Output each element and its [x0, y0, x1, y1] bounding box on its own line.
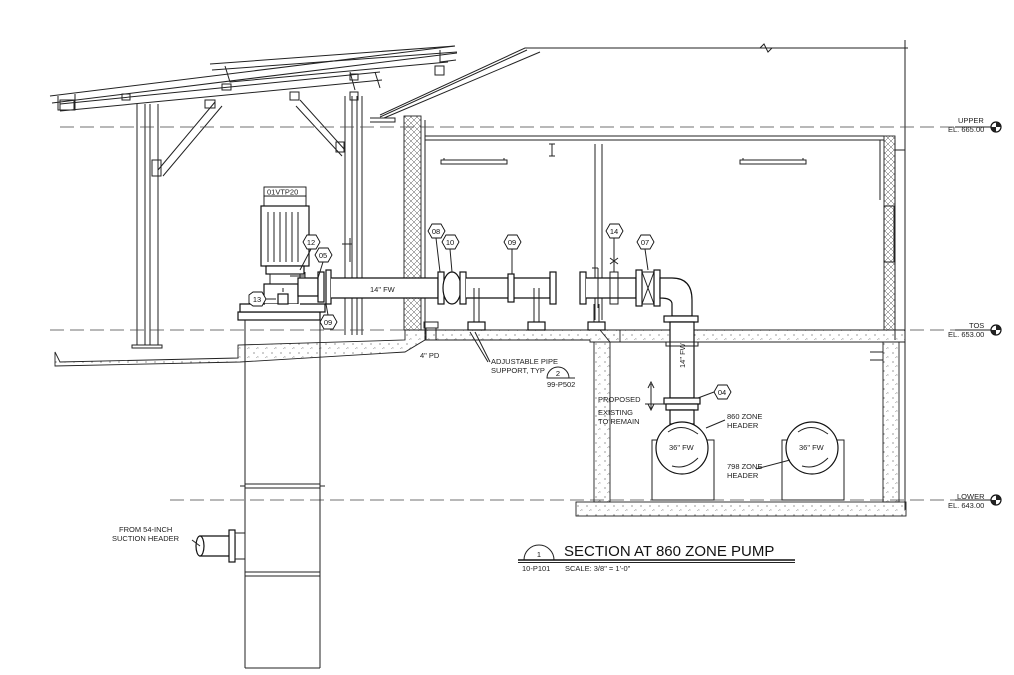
callout-07: 07: [641, 238, 649, 247]
label-existing-2: TO REMAIN: [598, 417, 640, 426]
label-proposed: PROPOSED: [598, 395, 641, 404]
section-sheet: 10-P101: [522, 564, 550, 573]
section-number: 1: [537, 550, 541, 559]
callout-10: 10: [446, 238, 454, 247]
section-title: 1 SECTION AT 860 ZONE PUMP 10-P101 SCALE…: [518, 543, 795, 573]
label-adjustable-support-1: ADJUSTABLE PIPE: [491, 357, 558, 366]
detail-sheet: 99-P502: [547, 380, 575, 389]
detail-bubble: 2 99-P502: [546, 366, 575, 389]
callout-12: 12: [307, 238, 315, 247]
pump-barrel: [195, 311, 325, 669]
pump-tag-box: [263, 186, 307, 197]
label-suction-1: FROM 54-INCH: [119, 525, 172, 534]
light-fixture: [739, 159, 807, 165]
concrete-slab: [54, 329, 907, 517]
callout-14: 14: [610, 227, 618, 236]
pump-tag: 01VTP20: [267, 188, 298, 197]
elevation-tos-value: EL. 653.00: [948, 330, 984, 339]
elevation-lower-name: LOWER: [957, 492, 985, 501]
callout-09-pump: 09: [324, 318, 332, 327]
discharge-piping: [297, 248, 701, 425]
label-36fw-b: 36" FW: [799, 443, 825, 452]
elevation-lower-value: EL. 643.00: [948, 501, 984, 510]
label-798-header-1: 798 ZONE: [727, 462, 762, 471]
label-suction-2: SUCTION HEADER: [112, 534, 180, 543]
callout-04: 04: [718, 388, 726, 397]
label-adjustable-support-2: SUPPORT, TYP: [491, 366, 545, 375]
label-798-header-2: HEADER: [727, 471, 759, 480]
label-14fw-vertical: 14" FW: [678, 342, 687, 368]
elevation-tos-name: TOS: [969, 321, 984, 330]
callout-05: 05: [319, 251, 327, 260]
elevation-lines: [50, 126, 960, 501]
roof-canopy: [49, 45, 458, 349]
callout-09: 09: [508, 238, 516, 247]
pipe-supports: [342, 238, 606, 331]
building-structure: [370, 40, 908, 510]
label-860-header-2: HEADER: [727, 421, 759, 430]
elevation-upper-value: EL. 665.00: [948, 125, 984, 134]
light-fixture: [440, 159, 508, 165]
section-title-text: SECTION AT 860 ZONE PUMP: [564, 543, 774, 560]
label-36fw-a: 36" FW: [669, 443, 695, 452]
pit-floor: [575, 501, 907, 517]
pipe-headers: [655, 421, 839, 475]
label-4pd: 4" PD: [420, 351, 440, 360]
section-scale: SCALE: 3/8" = 1'-0": [565, 564, 631, 573]
callout-13: 13: [253, 295, 261, 304]
label-860-header-1: 860 ZONE: [727, 412, 762, 421]
detail-number: 2: [556, 369, 560, 378]
callout-08: 08: [432, 227, 440, 236]
elevation-upper-name: UPPER: [958, 116, 984, 125]
label-existing-1: EXISTING: [598, 408, 633, 417]
elevation-markers: UPPER EL. 665.00 TOS EL. 653.00 LOWER EL…: [948, 116, 1002, 510]
label-14fw-horizontal: 14" FW: [370, 285, 396, 294]
masonry-wall-right: [883, 135, 896, 331]
callout-tags: 13 12 05 09 08 10 09 14 07 04: [248, 223, 732, 400]
pit-wall-right: [882, 341, 900, 503]
